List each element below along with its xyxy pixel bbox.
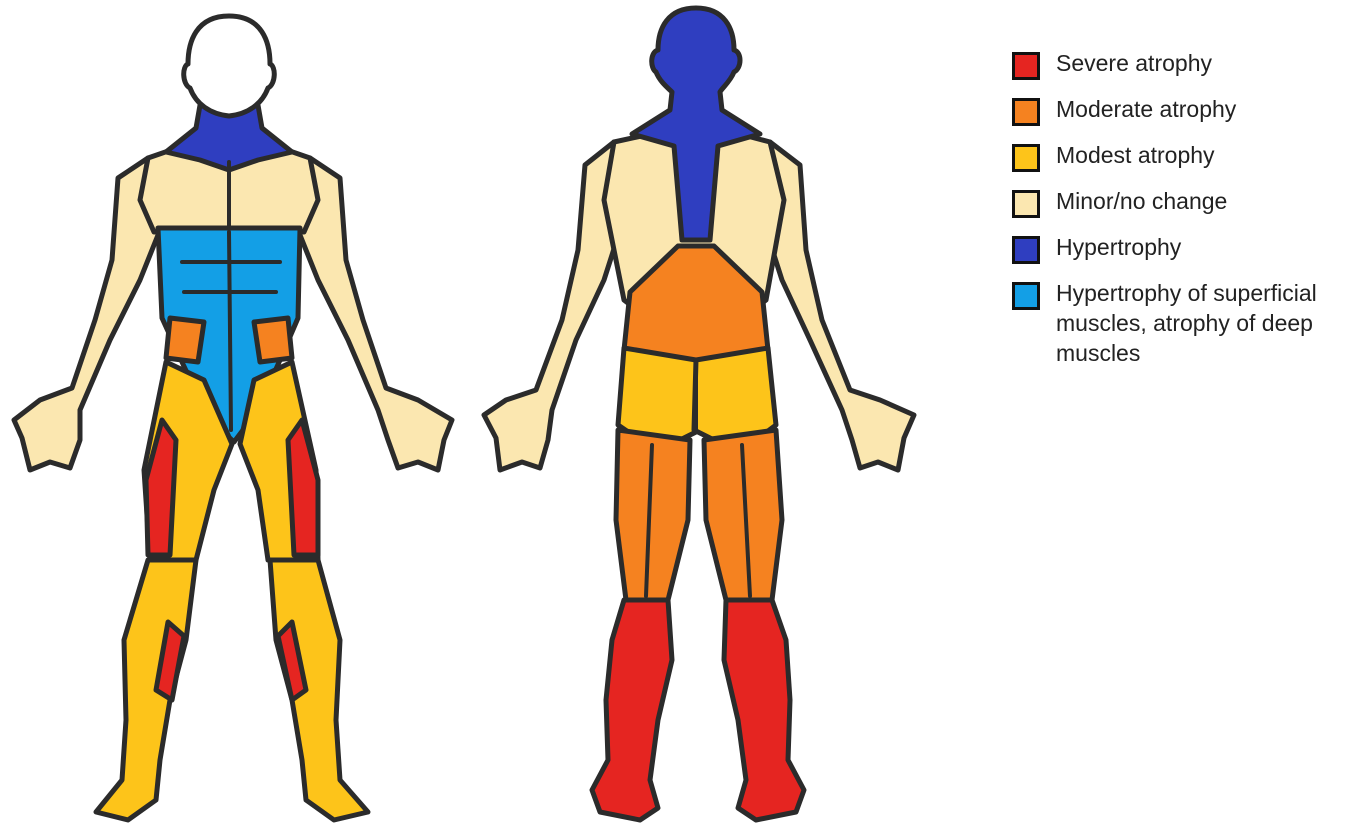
legend-swatch-modest xyxy=(1012,144,1040,172)
back-figure xyxy=(484,8,914,820)
legend-label-moderate: Moderate atrophy xyxy=(1056,94,1362,124)
legend-item-minor: Minor/no change xyxy=(1012,186,1362,222)
legend-swatch-superficial xyxy=(1012,282,1040,310)
back-gluteal-left xyxy=(618,348,700,440)
legend-swatch-moderate xyxy=(1012,98,1040,126)
back-gluteal-right xyxy=(694,348,776,440)
legend-label-superficial: Hypertrophy of superficial muscles, atro… xyxy=(1056,278,1362,368)
back-calf-right xyxy=(724,600,804,820)
front-outer-thigh-right xyxy=(288,420,318,555)
back-calf-left xyxy=(592,600,672,820)
front-lower-leg-left xyxy=(96,560,196,820)
front-figure xyxy=(14,16,452,820)
back-left-arm xyxy=(484,142,620,470)
front-lower-leg-right xyxy=(270,560,368,820)
legend-label-modest: Modest atrophy xyxy=(1056,140,1362,170)
legend-label-severe: Severe atrophy xyxy=(1056,48,1362,78)
legend-swatch-hypertrophy xyxy=(1012,236,1040,264)
legend-label-minor: Minor/no change xyxy=(1056,186,1362,216)
legend-swatch-minor xyxy=(1012,190,1040,218)
front-hip-left xyxy=(166,318,204,362)
legend: Severe atrophy Moderate atrophy Modest a… xyxy=(1012,48,1362,378)
back-right-arm xyxy=(766,142,914,470)
front-head xyxy=(184,16,275,116)
legend-item-hypertrophy: Hypertrophy xyxy=(1012,232,1362,268)
front-left-arm xyxy=(14,158,160,470)
legend-item-superficial: Hypertrophy of superficial muscles, atro… xyxy=(1012,278,1362,368)
legend-item-moderate: Moderate atrophy xyxy=(1012,94,1362,130)
legend-label-hypertrophy: Hypertrophy xyxy=(1056,232,1362,262)
legend-swatch-severe xyxy=(1012,52,1040,80)
front-right-arm xyxy=(298,158,452,470)
legend-item-severe: Severe atrophy xyxy=(1012,48,1362,84)
legend-item-modest: Modest atrophy xyxy=(1012,140,1362,176)
front-hip-right xyxy=(254,318,292,362)
